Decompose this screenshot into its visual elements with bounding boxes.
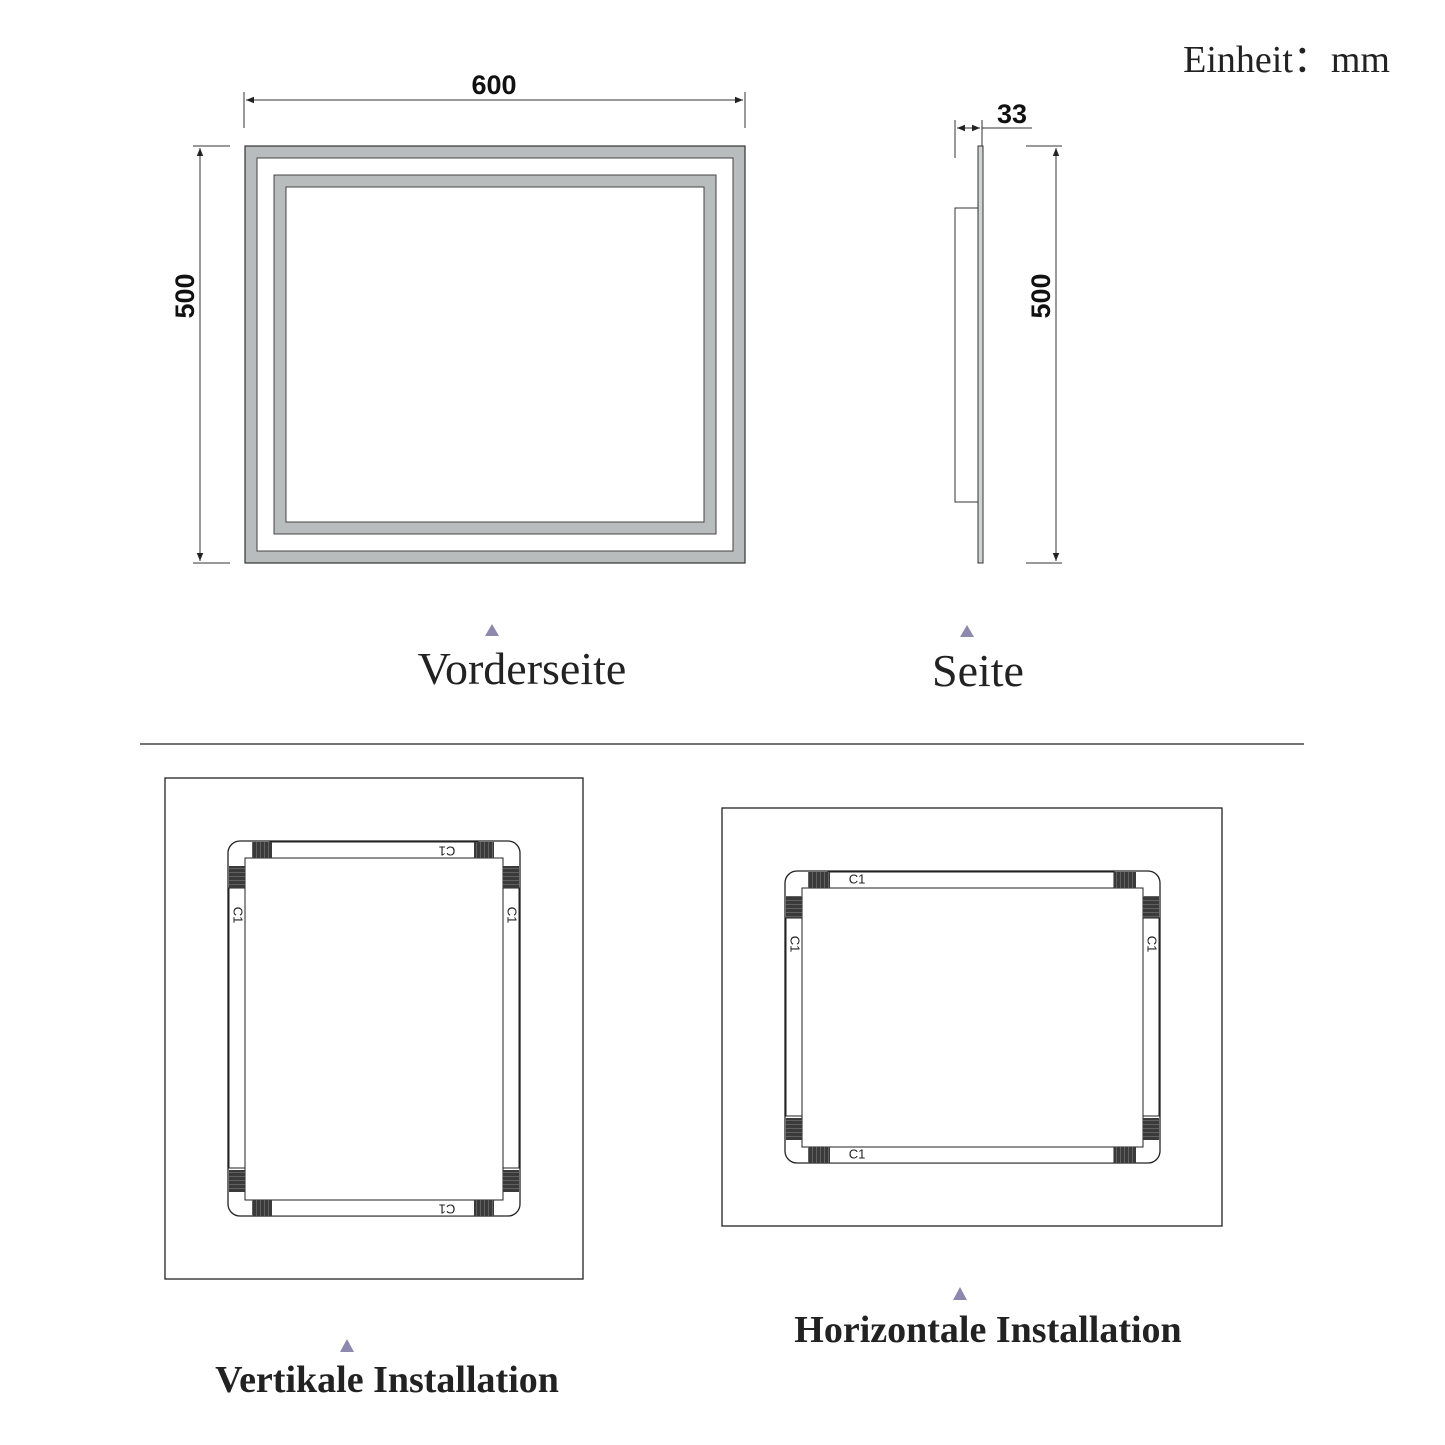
vertical-c1-label: C1 bbox=[505, 907, 520, 924]
horizontal-rail-bottom bbox=[827, 1146, 1115, 1164]
mirror-glass-profile bbox=[977, 145, 984, 564]
horizontal-c1-label: C1 bbox=[849, 1146, 866, 1161]
vertical-bracket-icon bbox=[474, 1200, 494, 1216]
height-label: 500 bbox=[170, 273, 200, 318]
horizontal-inner-panel bbox=[801, 887, 1144, 1148]
horizontal-bracket-icon bbox=[786, 896, 802, 918]
vertical-bracket-icon bbox=[252, 842, 272, 858]
horizontal-c1-label: C1 bbox=[849, 871, 866, 886]
vertical-c1-label: C1 bbox=[439, 1202, 456, 1217]
horizontal-caption-marker-icon bbox=[953, 1287, 967, 1300]
horizontal-bracket-icon bbox=[808, 872, 830, 888]
vertical-caption: Vertikale Installation bbox=[215, 1359, 559, 1401]
vertical-bracket-icon bbox=[252, 1200, 272, 1216]
vertical-bracket-icon bbox=[229, 866, 245, 888]
vertical-caption-marker-icon bbox=[340, 1339, 354, 1352]
unit-label: Einheit：mm bbox=[1183, 39, 1390, 81]
horizontal-bracket-icon bbox=[808, 1147, 830, 1163]
side-height-label: 500 bbox=[1026, 273, 1056, 318]
side-view: 33 500 bbox=[954, 99, 1062, 564]
horizontal-c1-label: C1 bbox=[1145, 936, 1160, 953]
horizontal-c1-label: C1 bbox=[788, 936, 803, 953]
depth-label: 33 bbox=[997, 99, 1027, 129]
vertical-bracket-icon bbox=[503, 1170, 519, 1192]
vertical-c1-label: C1 bbox=[231, 907, 246, 924]
vertical-c1-label: C1 bbox=[439, 844, 456, 859]
horizontal-bracket-icon bbox=[1143, 896, 1159, 918]
horizontal-bracket-icon bbox=[1114, 1147, 1136, 1163]
front-caption: Vorderseite bbox=[418, 643, 627, 694]
horizontal-caption: Horizontale Installation bbox=[794, 1309, 1181, 1351]
vertical-bracket-icon bbox=[229, 1170, 245, 1192]
vertical-rail-right bbox=[502, 887, 520, 1169]
side-caption-marker-icon bbox=[960, 625, 974, 637]
front-caption-marker-icon bbox=[485, 624, 499, 636]
side-caption: Seite bbox=[932, 645, 1024, 696]
vertical-bracket-icon bbox=[474, 842, 494, 858]
horizontal-rail-top bbox=[827, 871, 1115, 889]
vertical-inner-panel bbox=[244, 857, 504, 1201]
horizontal-bracket-icon bbox=[786, 1118, 802, 1140]
horizontal-install-view: C1 C1 C1 C1 bbox=[721, 807, 1223, 1227]
horizontal-bracket-icon bbox=[1143, 1118, 1159, 1140]
back-box-profile bbox=[954, 207, 979, 503]
vertical-rail-left bbox=[228, 887, 246, 1169]
mirror-inner-area bbox=[285, 186, 705, 523]
vertical-install-view: C1 C1 C1 C1 bbox=[164, 777, 584, 1280]
horizontal-bracket-icon bbox=[1114, 872, 1136, 888]
vertical-bracket-icon bbox=[503, 866, 519, 888]
front-view: 600 500 bbox=[170, 70, 746, 564]
width-label: 600 bbox=[471, 70, 516, 100]
